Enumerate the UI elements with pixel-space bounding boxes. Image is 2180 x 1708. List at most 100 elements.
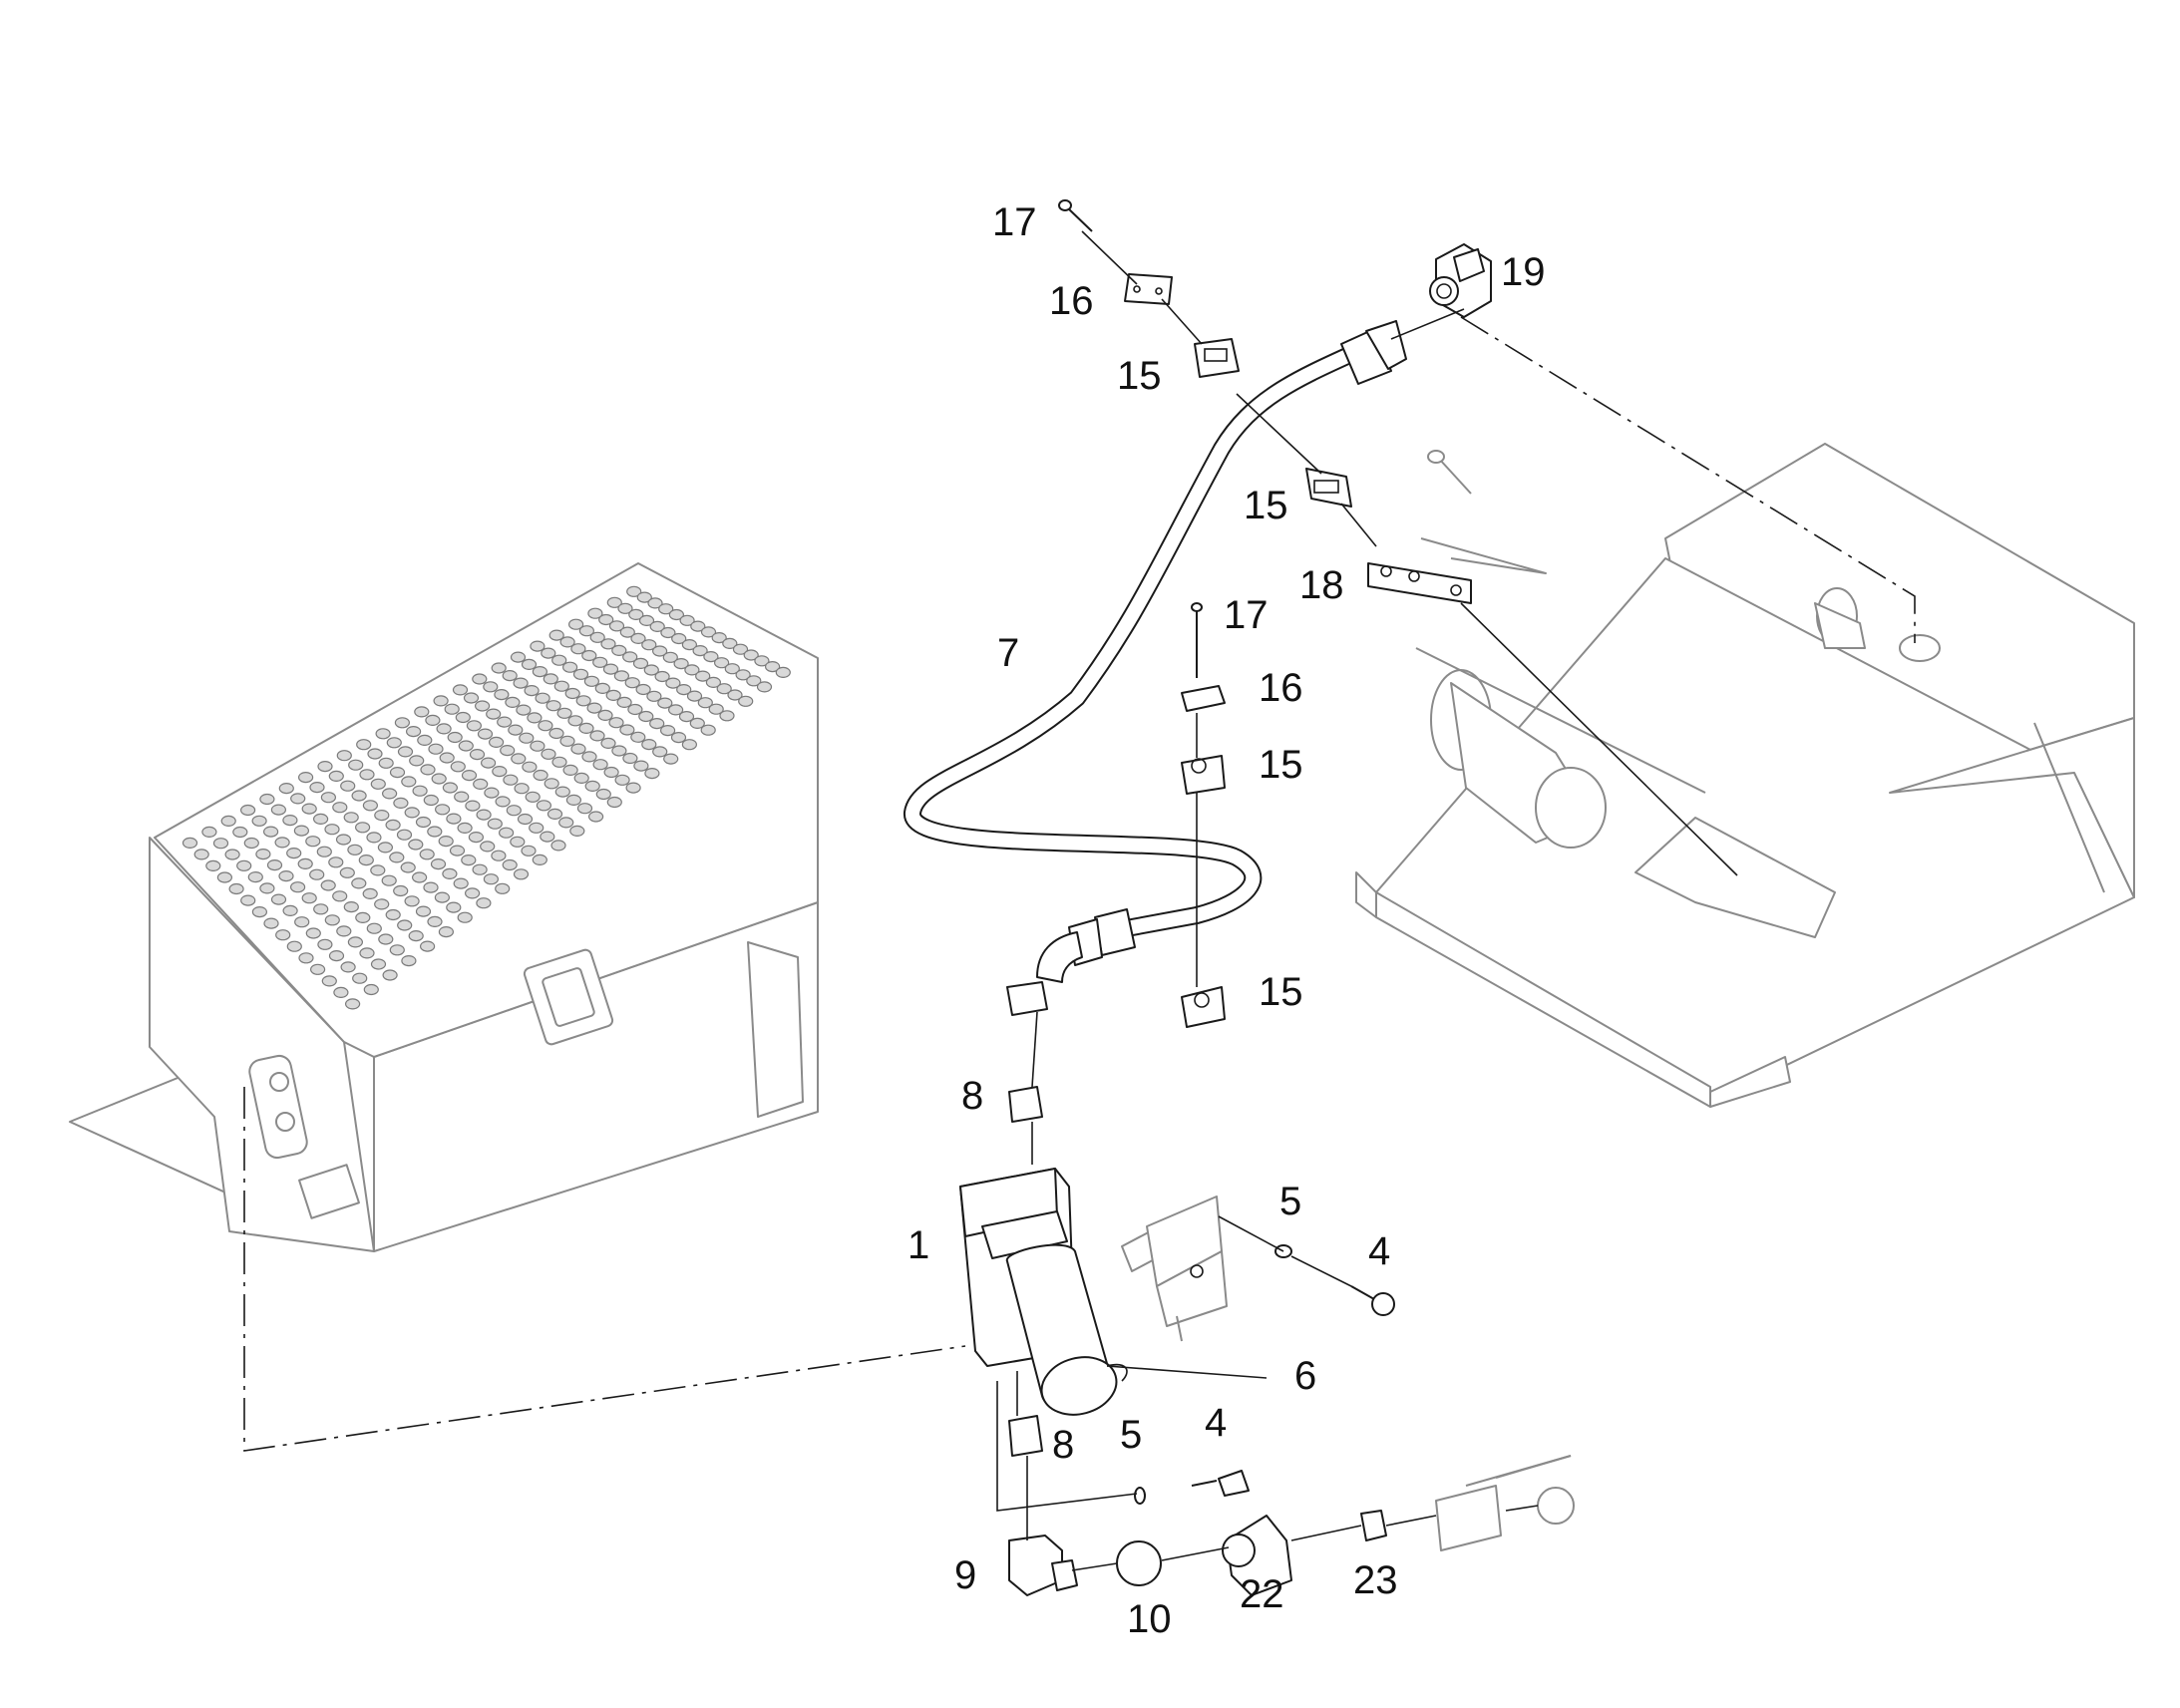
tread-dot [705,676,722,689]
tread-dot [356,739,372,751]
tread-dot [477,728,494,740]
tread-dot [452,684,469,696]
tread-dot [670,731,687,744]
tread-dot [689,717,705,730]
tread-dot [678,710,695,723]
tread-dot [358,854,374,866]
tread-dot [465,800,481,812]
tread-dot [540,831,555,843]
tread-dot [263,917,279,929]
tread-dot [569,825,585,838]
tread-dot [321,975,337,987]
tread-dot [649,717,665,730]
tread-dot [597,709,613,722]
tread-dot [431,773,447,785]
tread-dot [339,866,355,878]
tread-dot [362,800,378,812]
tread-dot [345,998,361,1010]
tread-dot [521,658,538,671]
tread-dot [626,585,642,597]
tread-dot [301,892,317,904]
tread-dot [602,663,619,675]
tread-dot [581,751,597,763]
tread-dot [546,808,563,821]
tread-dot [290,793,306,805]
tread-dot [461,854,477,866]
tread-dot [309,868,325,880]
tread-dot [641,639,657,651]
tread-dot [352,972,368,984]
tread-dot [347,844,363,855]
tread-dot [530,640,545,652]
tread-dot [408,839,424,851]
tread-dot [435,804,451,816]
tread-dot [468,831,484,844]
tread-dot [446,901,462,913]
tread-dot [363,983,379,996]
tread-dot [754,655,770,667]
tread-dot [551,756,567,768]
tread-dot [366,832,382,844]
tread-dot [600,638,616,650]
tread-dot [476,897,492,909]
callout-15-top: 15 [1117,354,1162,398]
tread-dot [570,743,586,755]
tread-dot [394,717,410,729]
tread-dot [592,656,608,668]
tread-dot [625,782,641,794]
tread-dot [430,857,447,870]
tread-dot [205,859,221,872]
tread-dot [681,638,698,651]
tread-dot [487,818,503,830]
tread-dot [351,877,367,889]
tread-dot [466,720,482,732]
tread-dot [385,819,401,832]
tread-dot [420,764,436,776]
tread-dot [567,618,584,630]
tread-dot [355,911,371,924]
tread-dot [719,710,735,722]
tread-dot [228,882,244,895]
tread-dot [336,925,352,937]
tread-plate-dots [182,585,791,1010]
tread-dot [671,632,687,645]
tread-dot [454,791,470,803]
callout-8-bottom: 8 [1052,1423,1074,1467]
tread-dot [370,864,386,876]
tread-dot [436,723,452,735]
tread-dot [525,791,541,803]
tread-dot [600,737,616,750]
tread-dot [584,780,600,793]
callout-17-mid: 17 [1224,593,1269,637]
tread-dot [643,664,659,676]
callout-7: 7 [997,631,1019,675]
tread-dot [559,735,575,747]
tread-dot [232,826,248,839]
tread-dot [389,766,406,779]
tread-dot [351,790,367,802]
tread-dot [605,689,621,702]
tread-dot [628,608,644,621]
tread-dot [282,904,298,917]
tread-dot [548,727,564,740]
tread-dot [513,677,529,689]
tread-dot [247,870,263,883]
tread-dot [551,654,567,666]
tread-dot [606,596,622,608]
tread-dot [270,893,287,905]
tread-dot [484,787,500,799]
tread-dot [570,643,586,655]
tread-dot [404,895,420,907]
tread-dot [543,673,558,685]
tread-dot [700,626,717,638]
tread-dot [324,824,340,836]
tread-dot [592,759,608,771]
tread-dot [636,591,652,603]
tread-dot [381,874,397,886]
tread-dot [586,702,602,714]
tread-dot [340,961,356,973]
tread-dot [554,786,570,798]
tread-dot [510,651,527,663]
tread-dot [457,911,473,923]
tread-dot [328,770,344,783]
